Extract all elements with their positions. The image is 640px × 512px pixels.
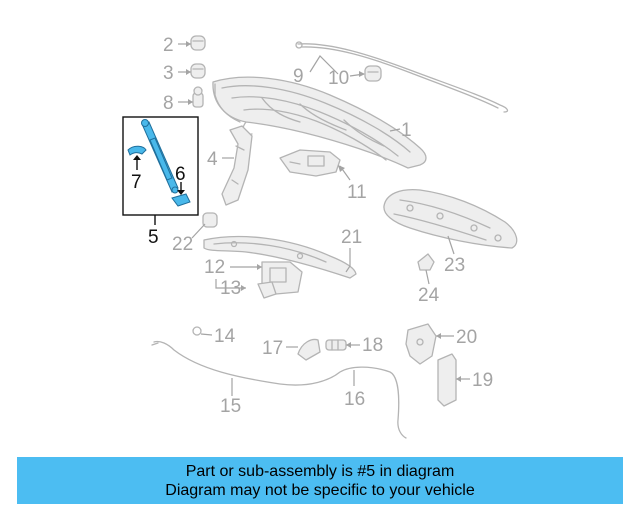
callout-22: 22 [172, 234, 193, 255]
lift-support-strut [141, 119, 179, 194]
callout-5: 5 [148, 227, 159, 248]
callout-16: 16 [344, 389, 365, 410]
callout-8: 8 [163, 93, 174, 114]
callout-1: 1 [401, 120, 412, 141]
cover-19 [437, 353, 457, 407]
callout-24: 24 [418, 285, 440, 306]
callout-20: 20 [456, 327, 477, 348]
callout-15: 15 [220, 396, 241, 417]
callout-2: 2 [163, 35, 174, 56]
callout-4: 4 [207, 149, 218, 170]
hood-hinge-4 [221, 125, 253, 206]
hood-bumper-2 [190, 35, 206, 51]
clip-24 [417, 253, 435, 271]
callout-10: 10 [328, 68, 349, 89]
callout-13: 13 [220, 278, 241, 299]
bumper-22 [202, 212, 218, 228]
callout-6: 6 [175, 164, 186, 185]
callout-9: 9 [293, 66, 304, 87]
grommet-18 [325, 339, 347, 351]
callout-7: 7 [131, 172, 142, 193]
hood-bumper-10 [364, 65, 382, 82]
callout-12: 12 [204, 257, 225, 278]
release-handle-17 [297, 338, 321, 361]
callout-19: 19 [472, 370, 493, 391]
callout-17: 17 [262, 338, 283, 359]
hood-insulator-23 [383, 188, 518, 249]
strut-bracket-7 [127, 145, 147, 156]
callout-14: 14 [214, 326, 236, 347]
latch-support-21 [203, 235, 357, 279]
banner-line-part: Part or sub-assembly is #5 in diagram [185, 462, 455, 480]
ball-stud-8 [192, 86, 204, 108]
info-banner: Part or sub-assembly is #5 in diagram Di… [17, 457, 623, 504]
strut-bracket-6 [171, 193, 191, 207]
callout-21: 21 [341, 227, 362, 248]
hood-latch-11 [279, 149, 341, 177]
banner-line-disclaimer: Diagram may not be specific to your vehi… [165, 481, 475, 499]
release-cable-15 [151, 326, 407, 439]
callout-23: 23 [444, 255, 465, 276]
latch-bracket-13 [257, 281, 277, 299]
hood-bumper-3 [190, 63, 206, 79]
callout-leaders [178, 41, 470, 396]
callout-18: 18 [362, 335, 383, 356]
part-5-highlight-box [122, 116, 199, 216]
callout-3: 3 [163, 63, 174, 84]
bracket-20 [405, 323, 437, 365]
hood-panel [212, 76, 427, 169]
hood-weatherstrip [295, 41, 509, 113]
callout-11: 11 [347, 182, 367, 203]
